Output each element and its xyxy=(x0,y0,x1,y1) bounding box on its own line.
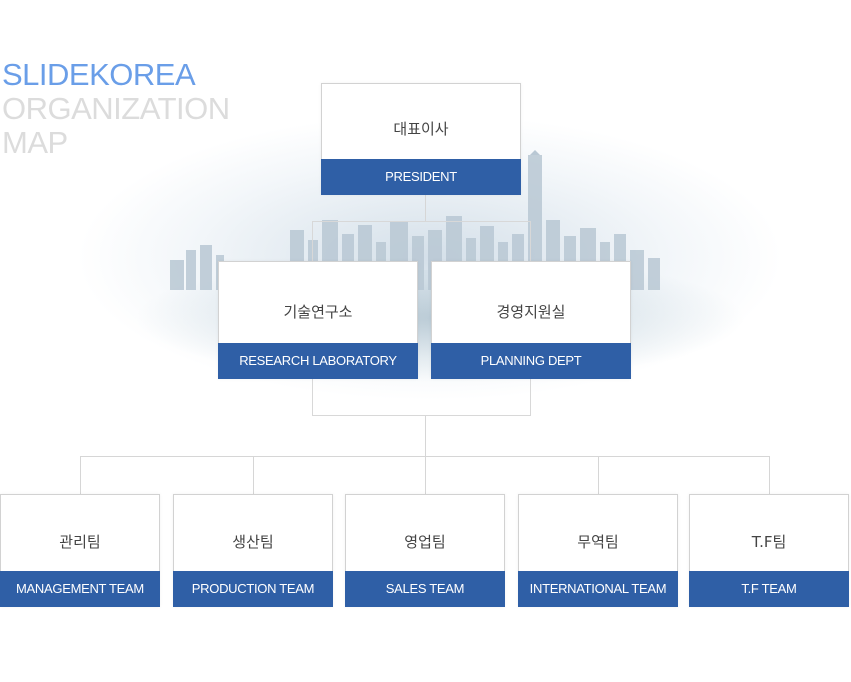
team-kr-label: T.F팀 xyxy=(751,533,787,551)
team-en-label: T.F TEAM xyxy=(689,571,849,607)
team-kr-label: 관리팀 xyxy=(59,533,101,551)
connector-team-1 xyxy=(80,456,81,494)
title-line-2: ORGANIZATION xyxy=(2,91,230,126)
president-kr-label: 대표이사 xyxy=(393,120,449,138)
connector-level2-down xyxy=(425,416,426,456)
team-en-label: PRODUCTION TEAM xyxy=(173,571,333,607)
map-title: SLIDEKOREA ORGANIZATION MAP xyxy=(2,58,230,160)
connector-team-2 xyxy=(253,456,254,494)
president-box: 대표이사 PRESIDENT xyxy=(321,83,521,195)
connector-team-5 xyxy=(769,456,770,494)
planning-dept-box: 경영지원실 PLANNING DEPT xyxy=(431,261,631,379)
research-lab-en-label: RESEARCH LABORATORY xyxy=(218,343,418,379)
planning-dept-kr-label: 경영지원실 xyxy=(496,303,566,321)
research-lab-kr-label: 기술연구소 xyxy=(283,303,353,321)
title-line-3: MAP xyxy=(2,125,68,160)
connector-president-down xyxy=(425,195,426,221)
team-box-international: 무역팀 INTERNATIONAL TEAM xyxy=(518,494,678,607)
title-line-1: SLIDEKOREA xyxy=(2,57,196,92)
connector-team-3 xyxy=(425,456,426,494)
team-kr-label: 영업팀 xyxy=(404,533,446,551)
team-en-label: SALES TEAM xyxy=(345,571,505,607)
president-en-label: PRESIDENT xyxy=(321,159,521,195)
team-kr-label: 무역팀 xyxy=(577,533,619,551)
team-box-production: 생산팀 PRODUCTION TEAM xyxy=(173,494,333,607)
connector-team-4 xyxy=(598,456,599,494)
team-box-tf: T.F팀 T.F TEAM xyxy=(689,494,849,607)
team-en-label: INTERNATIONAL TEAM xyxy=(518,571,678,607)
team-box-management: 관리팀 MANAGEMENT TEAM xyxy=(0,494,160,607)
team-kr-label: 생산팀 xyxy=(232,533,274,551)
planning-dept-en-label: PLANNING DEPT xyxy=(431,343,631,379)
team-en-label: MANAGEMENT TEAM xyxy=(0,571,160,607)
research-lab-box: 기술연구소 RESEARCH LABORATORY xyxy=(218,261,418,379)
team-box-sales: 영업팀 SALES TEAM xyxy=(345,494,505,607)
